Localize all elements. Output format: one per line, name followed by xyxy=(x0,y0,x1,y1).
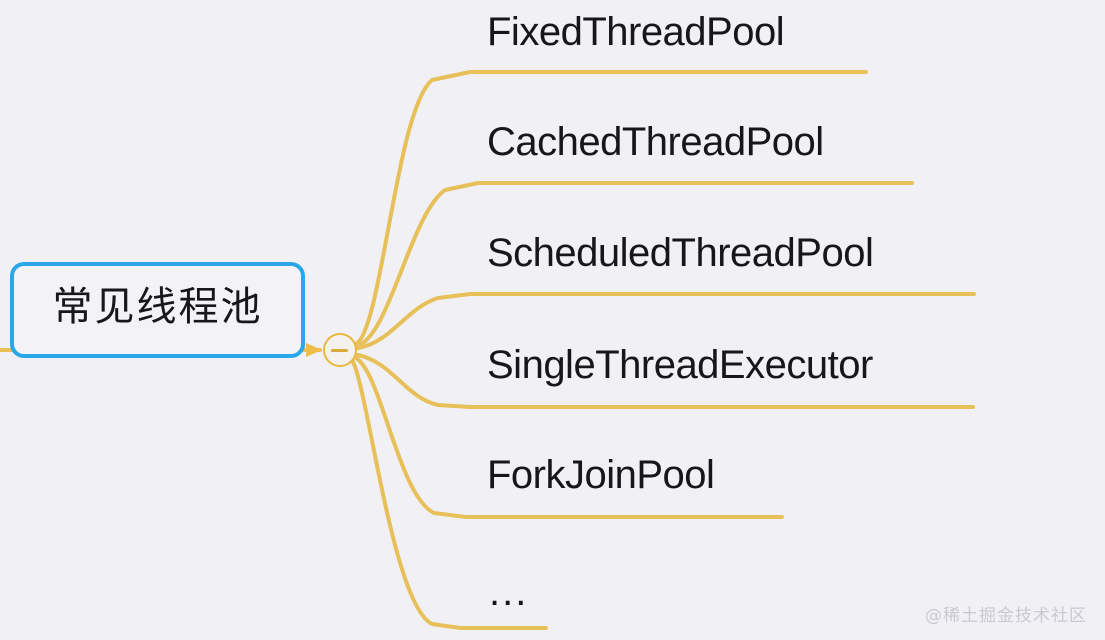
watermark: @稀土掘金技术社区 xyxy=(925,606,1087,626)
child-node-cachedthreadpool[interactable]: CachedThreadPool xyxy=(487,120,824,164)
minus-circle-icon[interactable] xyxy=(323,333,357,367)
root-node-label: 常见线程池 xyxy=(52,284,263,330)
child-node-forkjoinpool[interactable]: ForkJoinPool xyxy=(487,453,715,497)
child-node-singlethreadexecutor[interactable]: SingleThreadExecutor xyxy=(487,343,873,387)
minus-glyph xyxy=(331,349,348,352)
child-node-fixedthreadpool[interactable]: FixedThreadPool xyxy=(487,10,785,54)
branch-line-3 xyxy=(356,292,976,350)
child-node-scheduledthreadpool[interactable]: ScheduledThreadPool xyxy=(487,231,874,275)
branch-line-1 xyxy=(354,70,868,346)
child-node-ellipsis[interactable]: ... xyxy=(489,570,529,614)
root-node[interactable]: 常见线程池 xyxy=(10,262,305,358)
root-arrow-icon xyxy=(306,343,322,357)
